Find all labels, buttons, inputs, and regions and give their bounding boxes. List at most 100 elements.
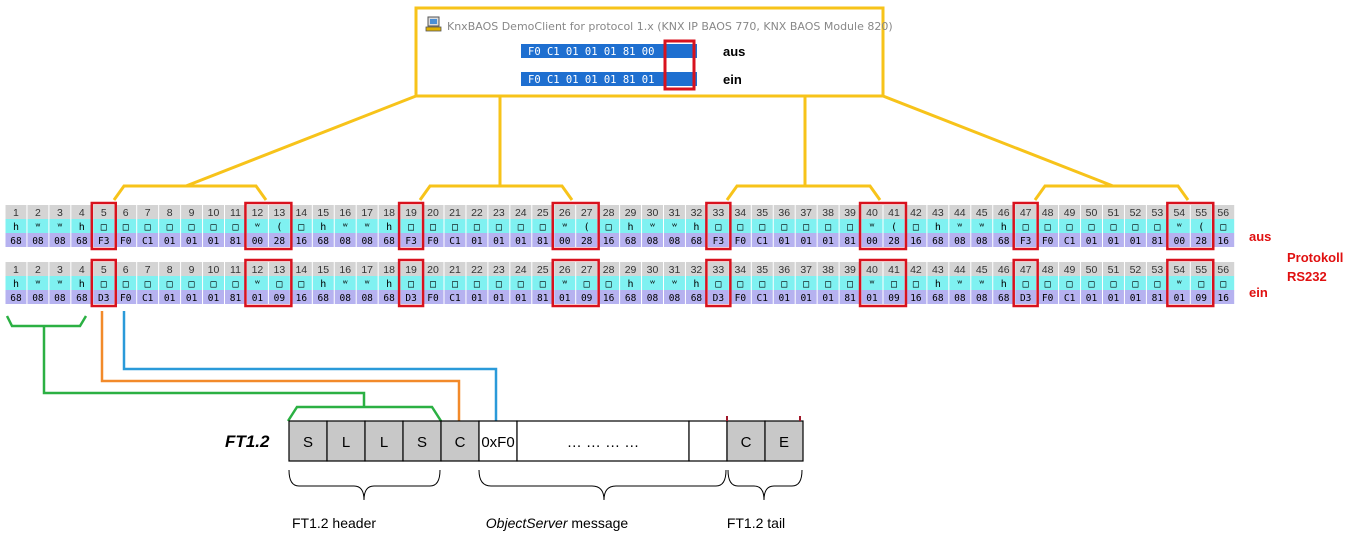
byte-hex: 08 [54, 293, 66, 304]
byte-index: 52 [1130, 207, 1142, 219]
byte-char: □ [825, 222, 831, 233]
ft12-cell [288, 420, 328, 462]
byte-index: 46 [998, 207, 1010, 219]
ft12-cell-label: L [380, 434, 388, 451]
byte-index: 12 [252, 207, 264, 219]
byte-char: ʷ [35, 279, 41, 290]
telegram-bar-aus[interactable] [521, 44, 697, 58]
ft12-cell-label: L [342, 434, 350, 451]
byte-hex: C1 [757, 293, 769, 304]
frame-brackets [112, 184, 1190, 201]
byte-index: 38 [822, 264, 834, 276]
byte-char: □ [825, 279, 831, 290]
byte-char: □ [606, 222, 612, 233]
byte-index: 29 [625, 207, 637, 219]
byte-index: 19 [405, 264, 417, 276]
byte-index: 17 [361, 207, 373, 219]
byte-hex: 68 [318, 236, 330, 247]
byte-hex: 01 [778, 236, 790, 247]
byte-index: 47 [1020, 207, 1032, 219]
byte-index: 49 [1064, 264, 1076, 276]
byte-index: 10 [208, 207, 220, 219]
byte-index: 7 [145, 207, 151, 219]
byte-char: □ [211, 222, 217, 233]
byte-char: h [935, 279, 941, 290]
byte-char: □ [232, 222, 238, 233]
byte-index: 7 [145, 264, 151, 276]
byte-char: □ [452, 222, 458, 233]
ft12-cell [478, 420, 518, 462]
byte-index: 18 [383, 264, 395, 276]
window-connectors [185, 94, 1114, 188]
byte-char: ʷ [562, 222, 568, 233]
byte-char: □ [891, 279, 897, 290]
byte-index: 17 [361, 264, 373, 276]
ft12-cell-label: C [455, 434, 466, 451]
message-connector-blue [122, 311, 498, 421]
byte-char: □ [606, 279, 612, 290]
byte-hex: 08 [976, 236, 988, 247]
byte-hex: 68 [691, 236, 703, 247]
byte-hex: 01 [559, 293, 571, 304]
byte-char: ʷ [254, 222, 260, 233]
byte-char: □ [803, 222, 809, 233]
byte-char: □ [737, 279, 743, 290]
value-bytes-highlight [1166, 201, 1215, 251]
byte-char: □ [781, 222, 787, 233]
byte-hex: 28 [1196, 236, 1208, 247]
byte-char: ( [276, 222, 282, 233]
byte-hex: 08 [954, 293, 966, 304]
byte-index: 50 [1086, 207, 1098, 219]
window-title: KnxBAOS DemoClient for protocol 1.x (KNX… [447, 20, 893, 33]
byte-char: □ [232, 279, 238, 290]
byte-hex: 01 [1086, 236, 1098, 247]
byte-char: □ [715, 279, 721, 290]
byte-hex: 01 [186, 236, 198, 247]
byte-char: ʷ [869, 279, 875, 290]
byte-char: ʷ [342, 222, 348, 233]
header-bracket-ft12 [286, 405, 443, 422]
byte-hex: 01 [515, 236, 527, 247]
byte-index: 53 [1152, 264, 1164, 276]
byte-index: 25 [537, 264, 549, 276]
byte-hex: 01 [471, 293, 483, 304]
byte-hex: F0 [427, 293, 439, 304]
byte-hex: 16 [910, 293, 922, 304]
byte-hex: 81 [1152, 236, 1164, 247]
byte-hex: 09 [888, 293, 900, 304]
byte-hex: 00 [559, 236, 571, 247]
byte-char: □ [1089, 279, 1095, 290]
byte-index: 24 [515, 207, 527, 219]
byte-index: 3 [57, 207, 63, 219]
ft12-cell-label: E [779, 434, 789, 451]
telegram-bar-ein[interactable] [521, 72, 697, 86]
byte-index: 34 [734, 264, 746, 276]
byte-hex: F0 [735, 293, 747, 304]
byte-hex: 81 [844, 236, 856, 247]
byte-char: ʷ [979, 222, 985, 233]
byte-hex: 81 [844, 293, 856, 304]
byte-hex: 01 [471, 236, 483, 247]
byte-index: 10 [208, 264, 220, 276]
byte-char: □ [167, 279, 173, 290]
byte-index: 11 [230, 207, 241, 219]
byte-char: ʷ [254, 279, 260, 290]
byte-hex: D3 [98, 293, 109, 304]
value-bytes-highlight [1166, 258, 1215, 308]
byte-char: □ [781, 279, 787, 290]
byte-index: 20 [427, 264, 439, 276]
control-byte-highlight [397, 258, 425, 308]
byte-char: h [79, 222, 85, 233]
byte-hex: 01 [800, 293, 812, 304]
control-byte-highlight [1012, 258, 1039, 308]
byte-index: 3 [57, 264, 63, 276]
byte-char: □ [123, 279, 129, 290]
byte-hex: 09 [581, 293, 593, 304]
byte-hex: 00 [866, 236, 878, 247]
byte-index: 14 [295, 264, 307, 276]
byte-hex: F0 [120, 236, 132, 247]
value-bytes-highlight [551, 258, 600, 308]
byte-hex: 68 [625, 236, 637, 247]
byte-hex: 01 [822, 293, 834, 304]
byte-hex: 01 [1174, 293, 1186, 304]
